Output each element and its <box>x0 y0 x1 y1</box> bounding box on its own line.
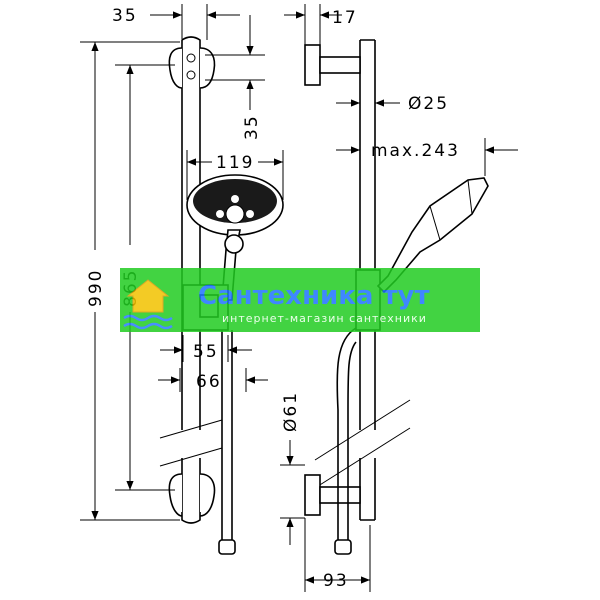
hose-front <box>221 330 233 540</box>
spray-nozzle <box>246 210 254 218</box>
bottom-bracket-arm <box>319 486 361 504</box>
rail-break-side <box>314 399 411 489</box>
dim-35v-ext <box>205 54 265 81</box>
dim-35-ext <box>181 4 208 40</box>
dim-wall-distance-label: 93 <box>323 571 349 591</box>
rail-cap-bottom <box>181 512 201 524</box>
hose-connector-side <box>334 539 352 555</box>
top-wall-plate-side <box>304 44 321 86</box>
spray-center <box>225 204 245 224</box>
dim-plate-diameter-label: Ø61 <box>281 391 301 432</box>
hose-connector-front <box>218 539 236 555</box>
dim-17-ext <box>304 4 321 45</box>
top-bracket-arm <box>319 56 361 74</box>
bottom-wall-plate-side <box>304 474 321 516</box>
bracket-screw <box>186 53 196 63</box>
dim-61-ext <box>280 464 305 519</box>
rail-front <box>181 48 201 512</box>
watermark-band <box>120 268 480 332</box>
watermark-subtitle: интернет-магазин сантехники <box>222 312 427 325</box>
rail-cap-top <box>181 36 201 48</box>
dim-total-height-label: 990 <box>86 269 106 307</box>
watermark-title: Сантехника тут <box>198 281 430 311</box>
dim-max-projection-label: max.243 <box>371 141 460 161</box>
hand-shower-face-lines <box>429 179 473 241</box>
watermark: Сантехника тут интернет-магазин сантехни… <box>120 268 480 332</box>
spray-nozzle <box>216 210 224 218</box>
bottom-bracket-front <box>168 473 216 517</box>
dim-rail-width-label: 35 <box>112 6 138 26</box>
top-bracket-front <box>168 47 216 89</box>
dim-bracket-offset-label: 35 <box>242 114 262 140</box>
select-button <box>224 234 244 254</box>
dim-slider-width-label: 55 <box>193 342 219 362</box>
dim-head-diameter-label: 119 <box>216 153 254 173</box>
hose-side <box>336 327 357 540</box>
dim-865-ext <box>115 64 175 491</box>
dim-119-ext <box>186 150 284 200</box>
bracket-screw <box>186 70 196 80</box>
dim-bracket-depth-label: 17 <box>332 8 358 28</box>
spray-nozzle <box>231 195 239 203</box>
rail-break-front <box>159 419 223 467</box>
dim-rail-diameter-label: Ø25 <box>408 94 449 114</box>
house-logo-icon <box>123 279 173 330</box>
dim-slider-depth-label: 66 <box>196 372 222 392</box>
